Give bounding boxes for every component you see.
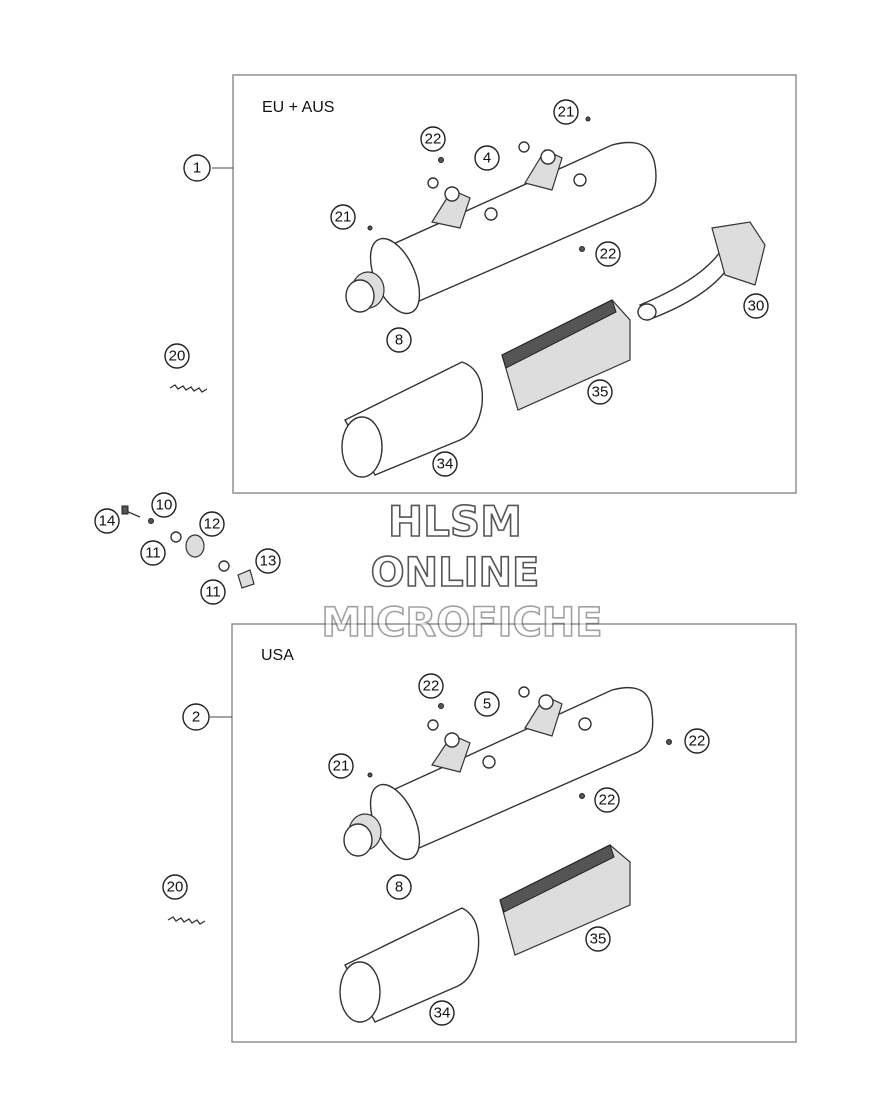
packing-mat-35-top <box>501 299 631 411</box>
svg-text:30: 30 <box>748 298 765 315</box>
callout-11-upper: 11 <box>140 540 166 566</box>
callout-22-top-lower: 22 <box>595 241 621 267</box>
spring-20-top <box>169 384 208 393</box>
callout-34-top: 34 <box>432 451 458 477</box>
svg-text:5: 5 <box>483 696 491 713</box>
svg-text:13: 13 <box>260 553 277 570</box>
svg-text:11: 11 <box>145 545 161 562</box>
svg-text:21: 21 <box>558 104 575 121</box>
spring-20-bottom <box>167 916 206 925</box>
svg-text:22: 22 <box>425 131 442 148</box>
callout-21-top-left: 21 <box>330 204 356 230</box>
callout-22-bottom-right: 22 <box>684 728 710 754</box>
callout-4: 4 <box>474 145 500 171</box>
watermark-line-1: HLSM <box>388 497 522 546</box>
callout-10: 10 <box>151 492 177 518</box>
svg-text:21: 21 <box>335 209 352 226</box>
watermark-line-3: MICROFICHE <box>321 600 602 646</box>
watermark: HLSM ONLINE MICROFICHE <box>321 496 604 647</box>
exhaust-pipe-30 <box>637 221 766 321</box>
callout-8-top: 8 <box>386 327 412 353</box>
svg-text:20: 20 <box>169 348 186 365</box>
callout-2: 2 <box>182 703 210 731</box>
callout-12: 12 <box>199 511 225 537</box>
callout-35-top: 35 <box>587 379 613 405</box>
svg-text:14: 14 <box>99 513 116 530</box>
eu-aus-assembly-frame <box>232 74 797 494</box>
svg-text:8: 8 <box>395 879 403 896</box>
callout-22-bottom-lower: 22 <box>594 787 620 813</box>
callout-21-top-right: 21 <box>553 99 579 125</box>
callout-20-top: 20 <box>164 343 190 369</box>
svg-text:22: 22 <box>689 733 706 750</box>
callout-34-bottom: 34 <box>429 1000 455 1026</box>
svg-text:20: 20 <box>167 879 184 896</box>
svg-text:21: 21 <box>333 758 350 775</box>
svg-text:34: 34 <box>434 1005 451 1022</box>
svg-text:22: 22 <box>600 246 617 263</box>
svg-text:4: 4 <box>483 150 491 167</box>
insulation-sleeve-34-bottom <box>339 907 480 1023</box>
svg-text:2: 2 <box>192 709 200 726</box>
callout-8-bottom: 8 <box>386 874 412 900</box>
svg-text:8: 8 <box>395 332 403 349</box>
watermark-line-2: ONLINE <box>371 550 540 596</box>
usa-label: USA <box>261 647 294 664</box>
callout-5: 5 <box>474 691 500 717</box>
callout-11-lower: 11 <box>200 579 226 605</box>
packing-mat-35-bottom <box>499 844 631 956</box>
callout-22-top-upper: 22 <box>420 126 446 152</box>
svg-text:12: 12 <box>204 516 221 533</box>
callout-13: 13 <box>255 548 281 574</box>
svg-text:22: 22 <box>423 678 440 695</box>
callout-1: 1 <box>183 154 211 182</box>
loose-hardware <box>121 505 255 589</box>
silencer-bottom <box>343 686 672 861</box>
silencer-top <box>345 116 657 315</box>
svg-text:35: 35 <box>590 931 607 948</box>
svg-text:1: 1 <box>193 160 201 177</box>
svg-text:10: 10 <box>156 497 173 514</box>
callout-21-bottom: 21 <box>328 753 354 779</box>
usa-assembly-frame <box>231 623 797 1043</box>
svg-text:22: 22 <box>599 792 616 809</box>
callout-35-bottom: 35 <box>585 926 611 952</box>
callout-22-bottom-upper: 22 <box>418 673 444 699</box>
callout-20-bottom: 20 <box>162 874 188 900</box>
svg-text:34: 34 <box>437 456 454 473</box>
callout-14: 14 <box>94 508 120 534</box>
insulation-sleeve-34-top <box>341 361 484 478</box>
callout-30: 30 <box>743 293 769 319</box>
eu-aus-label: EU + AUS <box>262 99 334 116</box>
svg-text:11: 11 <box>205 584 221 601</box>
svg-text:35: 35 <box>592 384 609 401</box>
